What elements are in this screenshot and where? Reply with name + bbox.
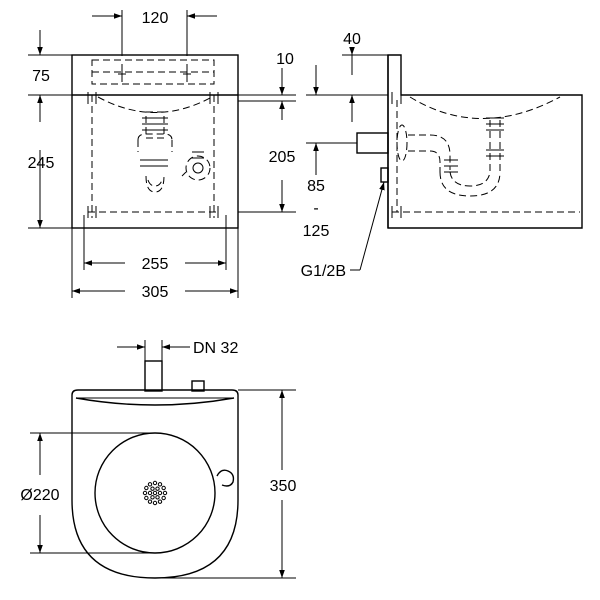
side-outline (387, 54, 583, 229)
drain-pipe (144, 360, 163, 392)
drain-hole (161, 495, 166, 501)
side-dimensions: 40 85 - 125 G1/2B (301, 31, 388, 280)
drain-hole (150, 486, 155, 491)
plan-dimensions: DN 32 Ø220 350 (20, 340, 297, 579)
drain-hole (155, 486, 160, 491)
drain-hole (144, 485, 149, 491)
dim-255-label: 255 (142, 256, 169, 273)
dim-75-label: 75 (32, 68, 50, 85)
dim-85-label: 85 (307, 178, 325, 195)
push-button-icon (181, 151, 211, 181)
plan-view (71, 360, 239, 579)
front-view (71, 54, 239, 229)
thread-label: G1/2B (301, 263, 346, 280)
drain-size-label: DN 32 (193, 340, 238, 357)
dim-305-label: 305 (142, 284, 169, 301)
front-outline (71, 54, 239, 229)
drain-hole (162, 490, 168, 496)
drain-icon (142, 480, 168, 506)
drain-hole (147, 499, 153, 504)
drain-hole (152, 500, 158, 506)
drain-hole (152, 490, 158, 496)
hidden-bowl (97, 96, 213, 113)
dim-125-label: 125 (303, 223, 330, 240)
drain-hole (144, 495, 149, 501)
water-connector (380, 167, 389, 183)
screw-icon (118, 64, 191, 82)
drain-hole (147, 490, 153, 496)
drain-hole (152, 480, 158, 486)
side-trap (408, 117, 504, 197)
drain-hole (161, 485, 166, 491)
dim-205-label: 205 (269, 149, 296, 166)
dim-dash-label: - (313, 200, 318, 217)
basin-outline (71, 389, 239, 579)
button-top (191, 380, 205, 392)
dim-40-label: 40 (343, 31, 361, 48)
drain-hole (150, 495, 155, 500)
front-dimensions: 120 75 245 255 305 10 205 (28, 10, 296, 301)
drain-hole (147, 482, 153, 487)
hidden-trap (137, 111, 173, 193)
bowl-circle (94, 432, 216, 554)
dim-245-label: 245 (28, 155, 55, 172)
drain-hole (157, 490, 163, 496)
bowl-diameter-label: Ø220 (20, 487, 59, 504)
dim-120-label: 120 (142, 10, 169, 27)
drain-hole (157, 482, 163, 487)
side-view (356, 54, 583, 229)
plan-depth-label: 350 (270, 478, 297, 495)
drain-hole (142, 490, 148, 496)
dim-10-label: 10 (276, 51, 294, 68)
knob-icon (216, 469, 235, 487)
drain-hole (155, 495, 160, 500)
drain-hole (157, 499, 163, 504)
wall-pipe (356, 132, 389, 154)
